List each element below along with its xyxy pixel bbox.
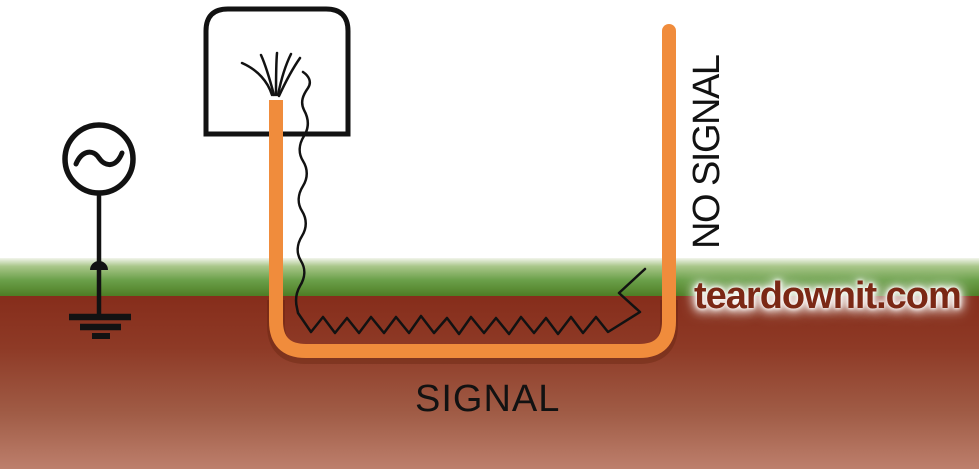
pipe-end-cap <box>662 24 676 38</box>
no-signal-label: NO SIGNAL <box>686 55 728 249</box>
tracer-signal-wire <box>294 70 647 336</box>
sky-background <box>0 0 979 258</box>
earth-ground-icon <box>69 313 131 339</box>
buried-pipe <box>269 31 676 358</box>
grass-strip <box>0 258 979 296</box>
watermark: teardownit.com <box>694 275 962 317</box>
ground-electrode-dome <box>90 261 108 270</box>
signal-label: SIGNAL <box>415 378 561 420</box>
ac-source-icon <box>62 122 136 196</box>
water-spray-icon <box>240 51 302 98</box>
